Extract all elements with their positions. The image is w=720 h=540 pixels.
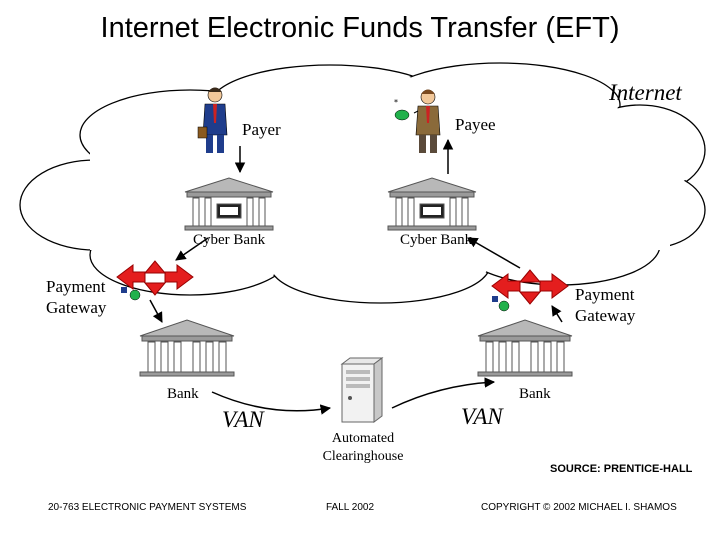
source-credit: SOURCE: PRENTICE-HALL: [550, 463, 693, 475]
svg-text:*: *: [394, 98, 398, 107]
bank-right-icon: [477, 319, 573, 377]
bank-right-label: Bank: [519, 386, 551, 402]
payment-gateway-left-label: Payment Gateway: [46, 276, 106, 318]
cyber-bank-right-label: Cyber Bank: [400, 232, 473, 248]
payment-gateway-right-icon: [491, 269, 569, 312]
arrow-gateway-right-to-cyberbank: [467, 237, 521, 269]
cyber-bank-left-label: Cyber Bank: [193, 232, 266, 248]
van-right-label: VAN: [461, 404, 503, 429]
cyber-bank-left-icon: [184, 177, 274, 231]
arrow-clearinghouse-to-bank: [391, 377, 496, 409]
arrow-bank-to-clearinghouse: [211, 391, 332, 415]
page-title: Internet Electronic Funds Transfer (EFT): [100, 12, 620, 44]
payment-gateway-right-label: Payment Gateway: [575, 284, 635, 326]
van-left-label: VAN: [222, 407, 264, 432]
payee-label: Payee: [455, 115, 496, 134]
bank-left-label: Bank: [167, 386, 199, 402]
arrow-gateway-left-to-bank: [149, 299, 163, 323]
footer-copyright: COPYRIGHT © 2002 MICHAEL I. SHAMOS: [481, 502, 677, 513]
arrow-cyberbank-to-gateway-left: [175, 237, 209, 261]
payment-gateway-left-line2: Gateway: [46, 298, 107, 317]
payer-label: Payer: [242, 120, 281, 139]
clearinghouse-server-icon: [340, 357, 384, 423]
clearinghouse-label: Automated Clearinghouse: [310, 430, 416, 466]
bank-left-icon: [139, 319, 235, 377]
payment-gateway-right-line1: Payment: [575, 285, 635, 304]
footer-term: FALL 2002: [326, 502, 375, 513]
payment-gateway-left-icon: [116, 260, 194, 301]
payer-person-icon: [197, 87, 228, 153]
payee-person-icon: *: [394, 89, 441, 153]
internet-cloud-fill: [22, 65, 703, 301]
footer-course: 20-763 ELECTRONIC PAYMENT SYSTEMS: [48, 502, 247, 513]
arrow-bank-to-gateway-right: [551, 305, 563, 323]
clearinghouse-line2: Clearinghouse: [322, 449, 404, 464]
internet-label: Internet: [609, 80, 682, 105]
clearinghouse-line1: Automated: [331, 431, 395, 446]
flow-arrows: [149, 138, 563, 415]
payment-gateway-left-line1: Payment: [46, 277, 106, 296]
payment-gateway-right-line2: Gateway: [575, 306, 636, 325]
cyber-bank-right-icon: [387, 177, 477, 231]
